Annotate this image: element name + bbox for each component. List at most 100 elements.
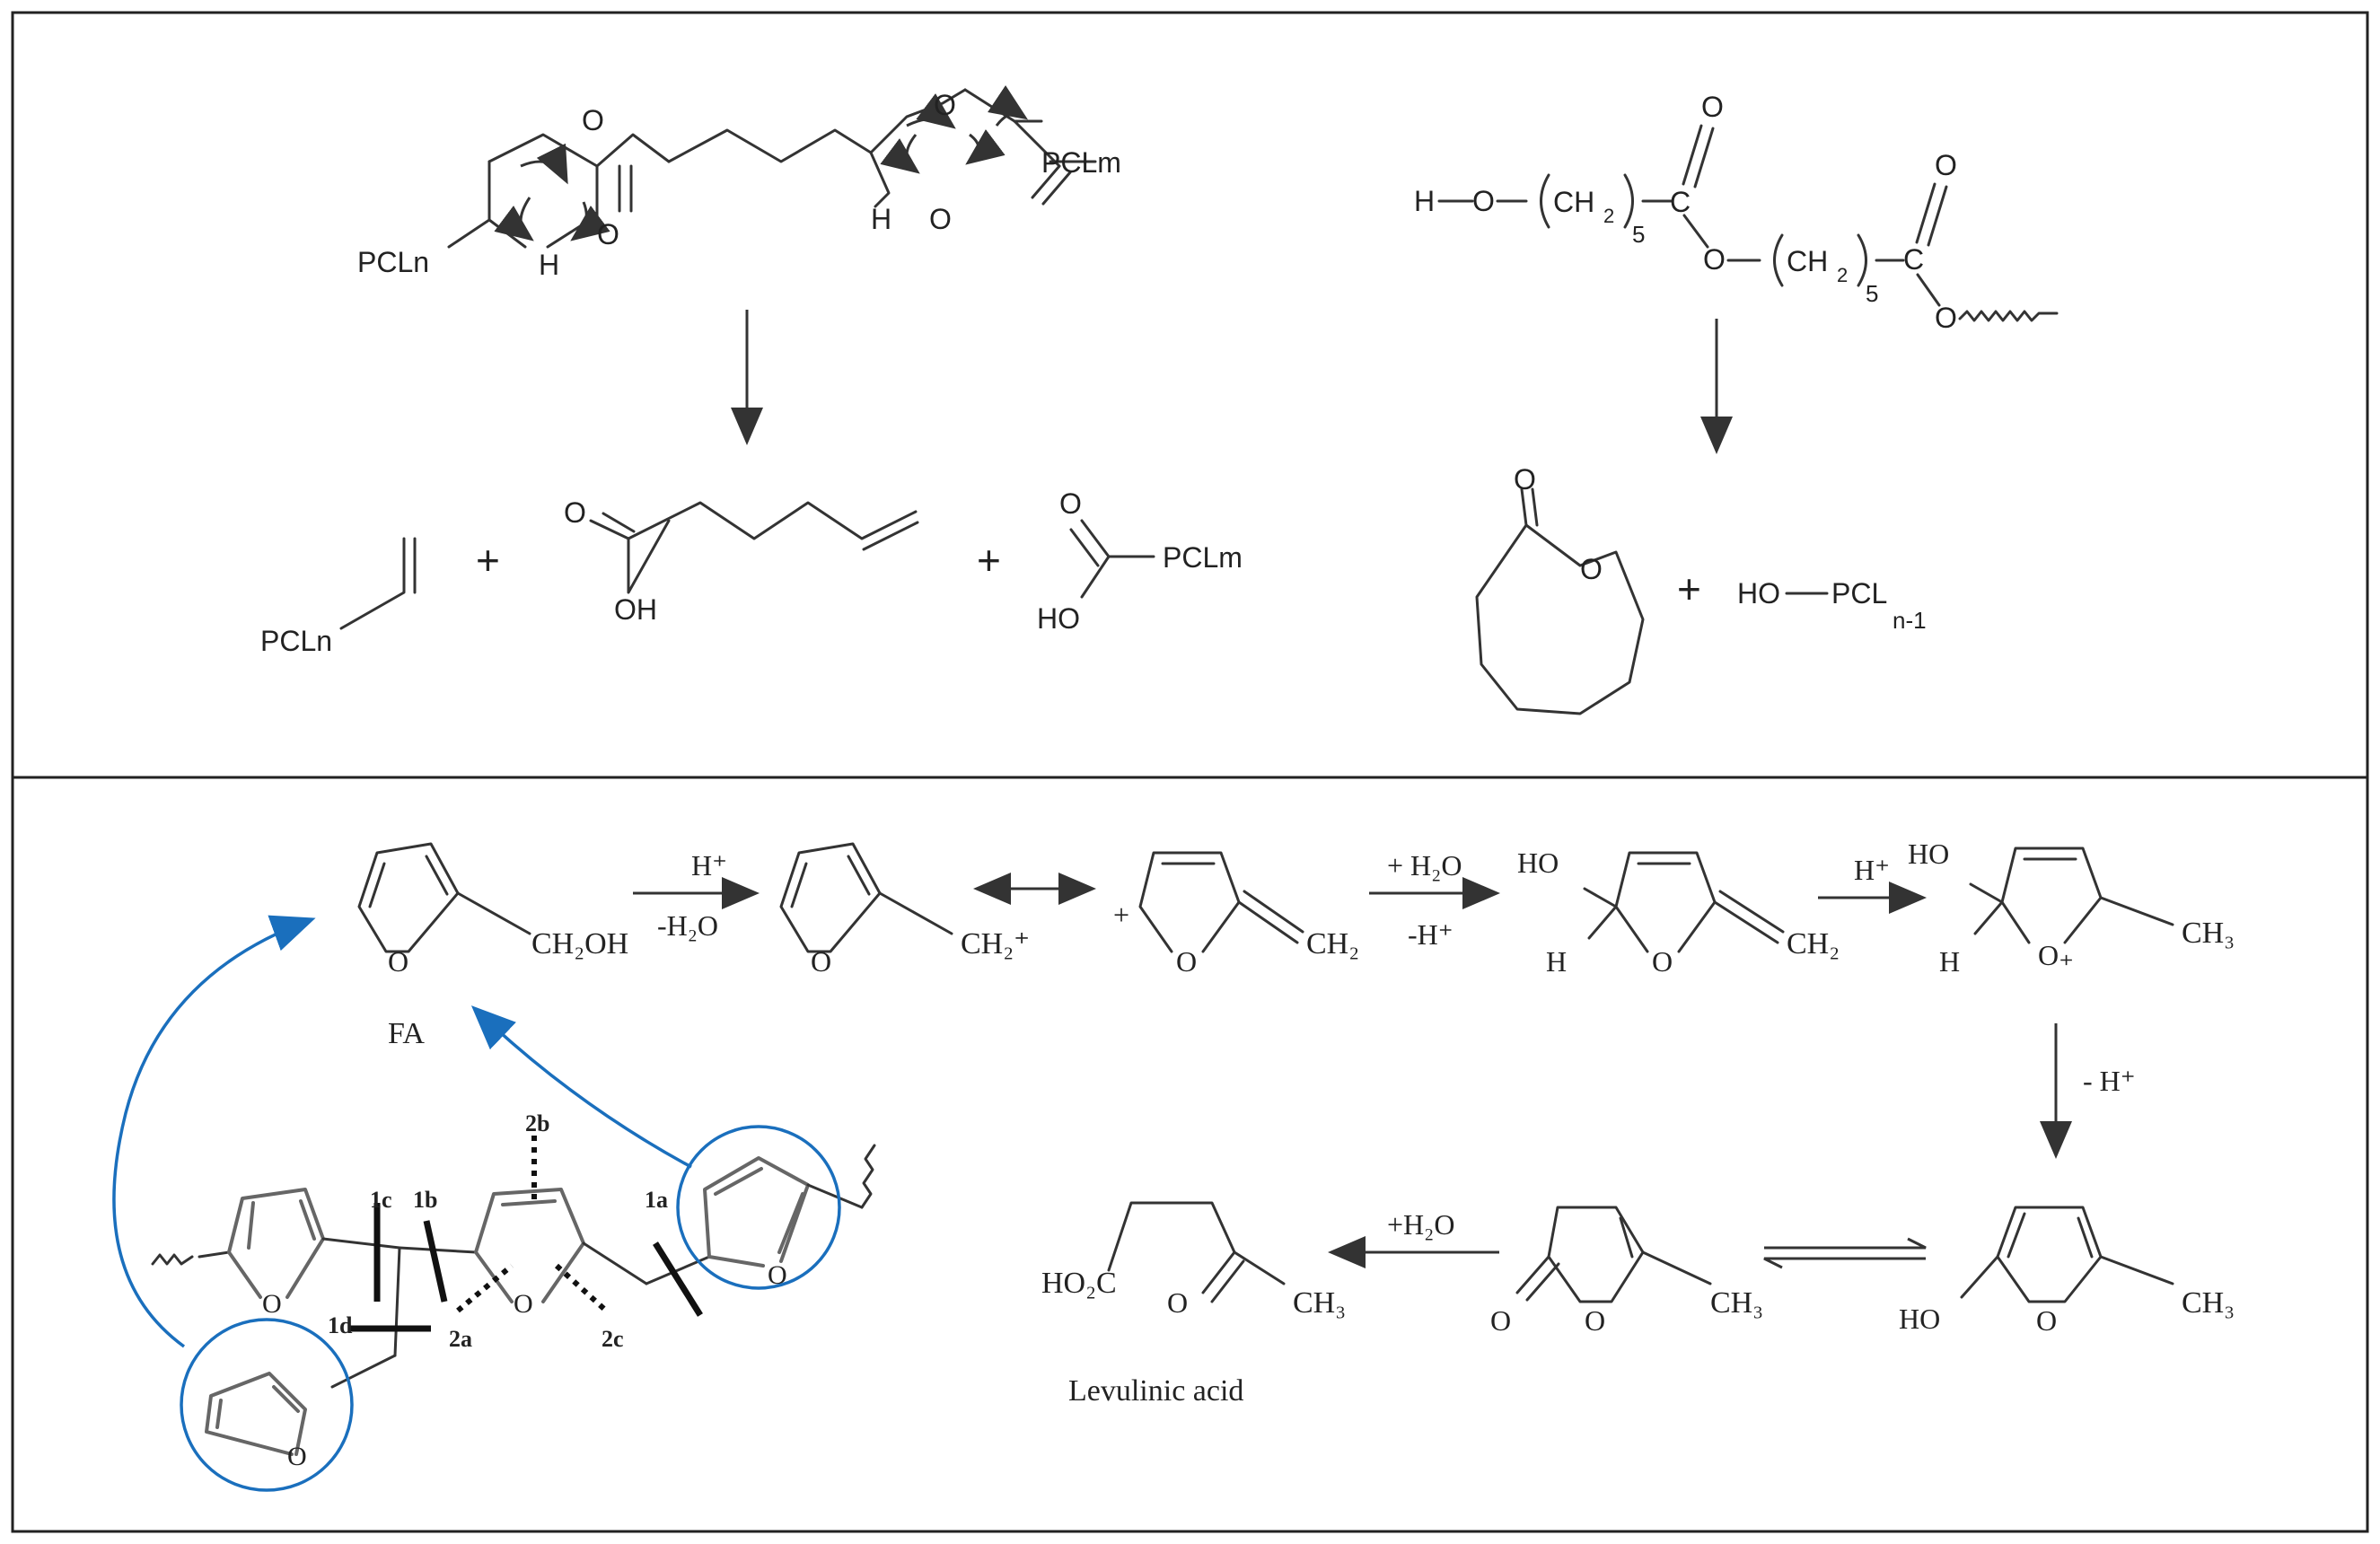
pclm-label: PCLm	[1041, 146, 1121, 179]
chain-sub2-2: 2	[1837, 264, 1848, 286]
lactone-ring-o: O	[1585, 1304, 1605, 1337]
cleavage-1d: 1d	[328, 1312, 353, 1338]
cleavage-2c: 2c	[602, 1326, 624, 1352]
chain-sub2-1: 2	[1603, 205, 1614, 227]
lactone-ch3: CH₃	[1710, 1286, 1763, 1320]
pcl-label: PCL	[1831, 577, 1887, 610]
top-panel-frame	[11, 11, 2369, 779]
h-label-1: H	[539, 249, 559, 281]
pfa-ring4-o: O	[287, 1442, 307, 1471]
cleavage-2b: 2b	[525, 1110, 549, 1136]
oxonium-intermediate: HO H O₊ CH₃	[1908, 838, 2235, 978]
enol-ho: HO	[1899, 1303, 1940, 1335]
hydroxy-intermediate: HO H O CH₂	[1517, 847, 1840, 978]
cation-ch2plus: CH₂⁺	[961, 927, 1030, 961]
fa-ch2oh: CH₂OH	[531, 927, 628, 961]
chain-carbonyl-o2: O	[1935, 149, 1957, 181]
resonance-ring-o: O	[1176, 945, 1197, 978]
intermediate-ho: HO	[1517, 847, 1559, 879]
oxonium-o: O₊	[2038, 939, 2074, 971]
plus-sign-1: +	[476, 537, 500, 583]
chain-carbonyl-o1: O	[1701, 91, 1724, 123]
ho-label: HO	[1737, 577, 1780, 610]
la-keto-o: O	[1167, 1286, 1188, 1319]
chain-ch-1: CH	[1553, 186, 1594, 218]
oxonium-ho: HO	[1908, 838, 1949, 870]
chain-ester-o1: O	[1703, 243, 1726, 276]
resonance-plus: +	[1113, 899, 1129, 931]
pcln-label: PCLn	[357, 246, 429, 278]
o-ring-label-1: O	[582, 104, 604, 136]
blue-arrow-to-fa-1	[470, 1005, 692, 1169]
intermediate-ch2: CH₂	[1787, 927, 1840, 961]
step1-bottom: -H₂O	[657, 909, 718, 942]
pfa-polymer-fragment: O O O O 1c 1b 1d 2a 2b 2c 1a	[151, 1110, 876, 1471]
step5-top: +H₂O	[1387, 1208, 1454, 1241]
cis-elimination-reactant: PCLn H O O H O O PCLm	[357, 85, 1121, 281]
circled-terminal-furan	[676, 1125, 841, 1290]
intermediate-ring-o: O	[1652, 945, 1673, 978]
circled-pendant-furan	[180, 1318, 354, 1492]
pfa-ring2-o: O	[514, 1289, 533, 1319]
o-ring-label-2: O	[934, 89, 956, 121]
levulinic-acid-label: Levulinic acid	[1068, 1374, 1243, 1408]
acid-o-label: O	[564, 496, 586, 529]
fa-ring-o: O	[388, 945, 408, 978]
cleavage-1c: 1c	[370, 1187, 392, 1213]
cation-ring-o: O	[811, 945, 831, 978]
pfa-ring3-o: O	[768, 1260, 787, 1290]
chain-h: H	[1414, 185, 1435, 217]
unzipping-chain: H O CH 2 5 C O O CH 2 5 C O O	[1414, 91, 2059, 334]
plus-sign-3: +	[1677, 566, 1701, 612]
resonance-structure: + O CH₂	[1113, 851, 1359, 978]
chain-5-1: 5	[1632, 221, 1645, 248]
step3-top: H⁺	[1854, 854, 1890, 886]
furfuryl-cation: O CH₂⁺	[779, 842, 1030, 978]
oxonium-h: H	[1939, 945, 1960, 978]
step2-top: + H₂O	[1387, 849, 1462, 882]
o-carbonyl-label-2: O	[929, 203, 952, 235]
caprolactone-ring-o: O	[1580, 553, 1603, 585]
vinyl-pcln-label: PCLn	[260, 625, 332, 657]
oxonium-ch3: CH₃	[2182, 917, 2235, 950]
la-ho2c: HO₂C	[1041, 1267, 1117, 1300]
levulinic-acid: HO₂C O CH₃ Levulinic acid	[1041, 1201, 1346, 1408]
fa-label: FA	[388, 1017, 425, 1050]
bottom-panel-frame	[11, 776, 2369, 1533]
h-label-2: H	[871, 203, 891, 235]
blue-arrow-to-fa-2	[112, 915, 316, 1348]
caprolactone-carbonyl-o: O	[1514, 463, 1536, 496]
unzipping-products: O O + HO PCL n-1	[1475, 463, 1927, 715]
la-ch3: CH₃	[1293, 1286, 1346, 1320]
chain-c1: C	[1670, 186, 1691, 218]
chain-5-2: 5	[1866, 280, 1878, 307]
enol-ring-o: O	[2036, 1304, 2057, 1337]
acid-oh-label: OH	[614, 593, 657, 626]
furfuryl-alcohol: O CH₂OH FA	[357, 842, 628, 1050]
pfa-ring1-o: O	[262, 1289, 282, 1319]
angelica-lactone: O O CH₃	[1490, 1206, 1763, 1337]
n-minus-1-subscript: n-1	[1893, 607, 1927, 634]
chain-o1: O	[1472, 185, 1495, 217]
lactone-carbonyl-o: O	[1490, 1304, 1511, 1337]
o-carbonyl-label-1: O	[597, 218, 619, 250]
cis-elimination-products: PCLn + O OH + O HO PCLm	[260, 487, 1243, 657]
plus-sign-2: +	[977, 537, 1001, 583]
product-pclm-label: PCLm	[1163, 541, 1243, 574]
enol-ch3: CH₃	[2182, 1286, 2235, 1320]
step2-bottom: -H⁺	[1408, 918, 1453, 951]
resonance-ch2: CH₂	[1306, 927, 1359, 961]
chain-ch-2: CH	[1787, 245, 1828, 277]
cleavage-1b: 1b	[413, 1187, 437, 1213]
equilibrium-arrows	[1763, 1237, 1927, 1269]
angelica-lactone-enol: HO O CH₃	[1899, 1206, 2235, 1337]
cleavage-2a: 2a	[449, 1326, 472, 1352]
step1-top: H⁺	[691, 849, 727, 882]
chain-c2: C	[1903, 243, 1924, 276]
carbonyl-o-label: O	[1059, 487, 1082, 520]
carboxyl-ho-label: HO	[1037, 602, 1080, 635]
step4-label: - H⁺	[2083, 1065, 2136, 1097]
chain-ester-o2: O	[1935, 302, 1957, 334]
